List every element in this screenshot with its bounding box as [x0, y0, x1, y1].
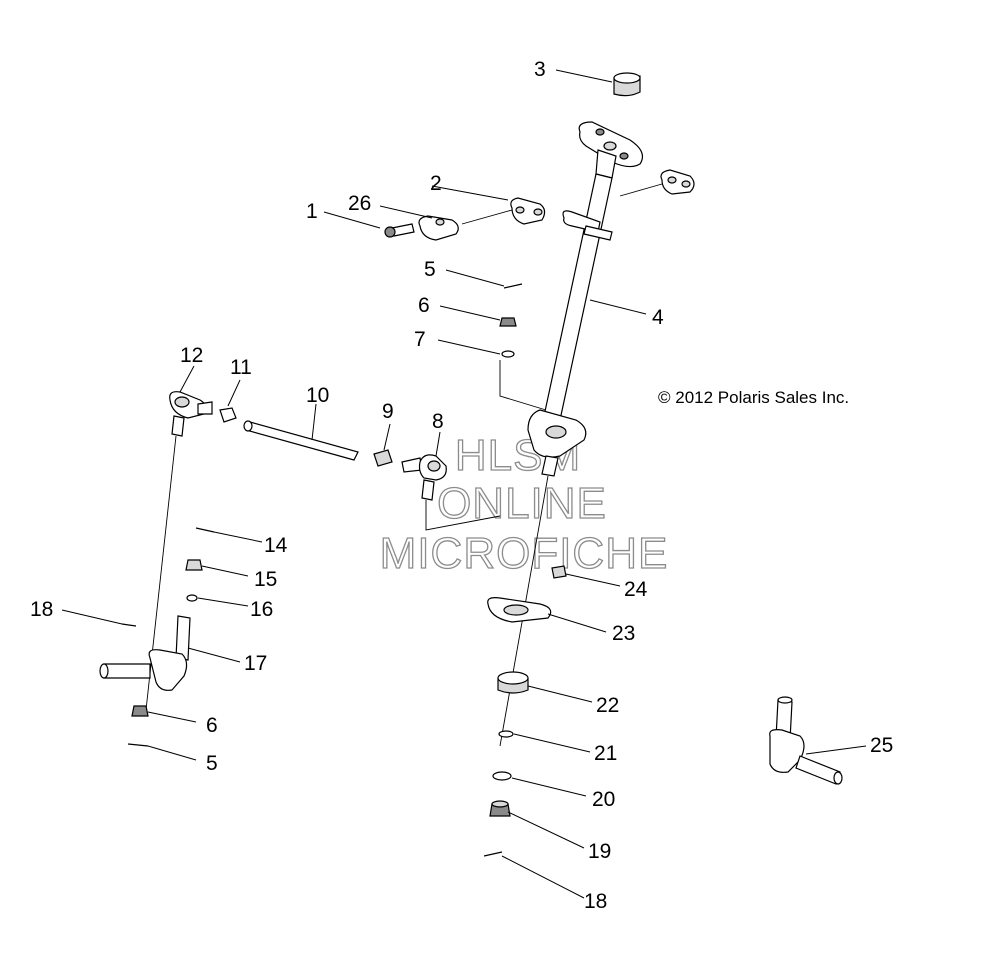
callout-14: 14 [264, 534, 288, 557]
part-7-guide-line [499, 360, 547, 411]
part-24-nut [551, 565, 567, 579]
callout-19: 19 [588, 840, 611, 863]
part-5-cotter-pin-upper [503, 283, 523, 289]
callout-23: 23 [612, 622, 635, 645]
part-14-cotter-pin [195, 527, 215, 533]
watermark-line-3: MICROFICHE [380, 529, 669, 578]
callout-labels: 3 2 26 1 5 6 7 4 12 11 10 9 8 14 15 16 1… [30, 58, 893, 913]
part-10-tie-rod [243, 420, 359, 461]
callout-12: 12 [180, 344, 203, 367]
callout-11: 11 [230, 356, 252, 379]
leader-lines [61, 69, 867, 899]
callout-9: 9 [382, 400, 394, 423]
callout-21: 21 [594, 742, 617, 765]
callout-16: 16 [250, 598, 273, 621]
callout-20: 20 [592, 788, 615, 811]
callout-15: 15 [254, 568, 277, 591]
part-11-jam-nut [219, 407, 237, 423]
part-21-washer [498, 730, 514, 738]
part-12-tie-rod-end [145, 391, 213, 711]
callout-10: 10 [306, 384, 329, 407]
callout-25: 25 [870, 734, 893, 757]
part-25-spindle [769, 696, 843, 785]
part-19-castle-nut [489, 800, 511, 817]
handlebar-clamp [461, 169, 695, 225]
part-8-tie-rod-end [401, 454, 501, 531]
watermark: HLSM ONLINE MICROFICHE [379, 430, 669, 578]
callout-4: 4 [652, 306, 664, 329]
part-6-nut-lower [131, 705, 149, 717]
part-16-washer [186, 594, 198, 602]
part-3-cap [613, 72, 641, 97]
callout-26: 26 [348, 192, 371, 215]
callout-6-lower: 6 [206, 714, 218, 737]
part-15-nut [185, 559, 203, 571]
callout-7: 7 [414, 328, 426, 351]
watermark-line-2: ONLINE [437, 479, 607, 528]
part-17-spindle [99, 615, 191, 691]
part-6-nut-upper [499, 317, 517, 327]
steering-post [499, 121, 643, 747]
part-9-jam-nut [373, 449, 393, 467]
callout-1: 1 [306, 200, 318, 223]
callout-8: 8 [432, 410, 444, 433]
part-26-plate [418, 215, 459, 241]
part-20-washer [492, 771, 512, 781]
part-5-cotter-pin-lower [127, 743, 149, 747]
callout-18-left: 18 [30, 598, 53, 621]
callout-18-lower: 18 [584, 890, 607, 913]
callout-5-lower: 5 [206, 752, 218, 775]
callout-17: 17 [244, 652, 267, 675]
part-23-bearing-flange [487, 597, 552, 623]
callout-2: 2 [430, 172, 442, 195]
callout-3: 3 [534, 58, 546, 81]
callout-5-upper: 5 [424, 258, 436, 281]
callout-6-upper: 6 [418, 294, 430, 317]
part-18-cotter-pin-lower [483, 851, 503, 857]
part-1-bolt [384, 223, 415, 238]
callout-22: 22 [596, 694, 619, 717]
copyright-notice: © 2012 Polaris Sales Inc. [658, 388, 849, 407]
part-22-bushing [497, 671, 529, 694]
callout-24: 24 [624, 578, 648, 601]
part-7-washer [501, 350, 515, 358]
part-18-cotter-pin-left [121, 623, 137, 627]
